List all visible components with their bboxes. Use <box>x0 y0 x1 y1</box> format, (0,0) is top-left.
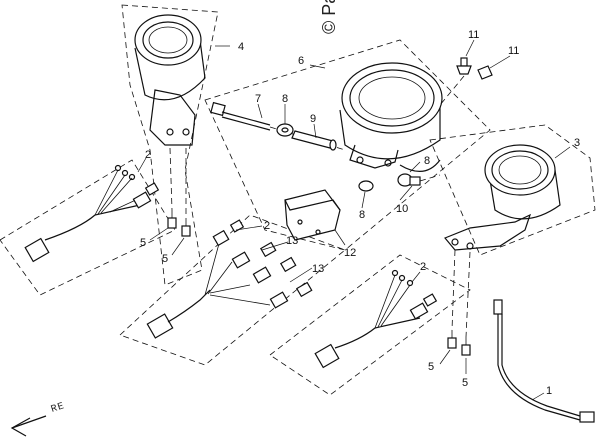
callout-6: 6 <box>298 55 304 67</box>
bolt-5-right-a <box>447 330 457 349</box>
wire-harness-left <box>24 164 160 263</box>
bolt-5-right-b <box>461 337 471 356</box>
callout-3: 3 <box>574 137 580 149</box>
screw-11-right <box>477 65 493 80</box>
callout-4: 4 <box>238 41 244 53</box>
callout-5-left-b: 5 <box>162 253 168 265</box>
callout-5-left-a: 5 <box>140 237 146 249</box>
callout-2-left: 2 <box>145 149 151 161</box>
meter-cluster-6 <box>339 62 443 172</box>
watermark: © Partz <box>319 0 339 34</box>
group-outline-harness-left <box>0 159 176 296</box>
callout-8-top: 8 <box>282 93 288 105</box>
direction-label: RE <box>50 401 67 416</box>
speedometer-cable-1 <box>493 299 595 423</box>
callout-13-lower: 13 <box>312 263 324 275</box>
screw-11-left <box>456 57 472 75</box>
callout-7: 7 <box>255 93 261 105</box>
washer-8-lower <box>358 180 374 192</box>
callout-12: 12 <box>344 247 356 259</box>
bolt-5-left-b <box>181 218 191 237</box>
callout-8-bottom: 8 <box>359 209 365 221</box>
wire-harness-center <box>146 219 313 339</box>
callout-1: 1 <box>546 385 552 397</box>
callout-8-right: 8 <box>424 155 430 167</box>
gauge-assembly-4 <box>134 14 206 146</box>
gauge-assembly-3 <box>444 144 561 251</box>
callout-5-right-a: 5 <box>428 361 434 373</box>
bracket-12 <box>284 189 341 241</box>
group-outline-harness-right <box>269 254 471 396</box>
group-outline-cluster-6 <box>204 39 491 251</box>
callout-11-right: 11 <box>508 45 519 57</box>
callout-10: 10 <box>396 203 408 215</box>
spacer-9 <box>291 130 337 151</box>
wire-harness-right <box>314 269 438 369</box>
callout-5-right-b: 5 <box>462 377 468 389</box>
bolt-5-left-a <box>167 210 177 229</box>
callout-2-right: 2 <box>420 261 426 273</box>
group-outline-gauge-4 <box>121 4 219 286</box>
callout-2-center: 2 <box>264 220 270 232</box>
callout-13-upper: 13 <box>286 235 298 247</box>
callout-11-left: 11 <box>468 29 479 41</box>
direction-arrow: RE <box>10 401 67 437</box>
washer-8-upper <box>276 123 294 137</box>
nut-10 <box>409 174 441 186</box>
callout-9: 9 <box>310 113 316 125</box>
